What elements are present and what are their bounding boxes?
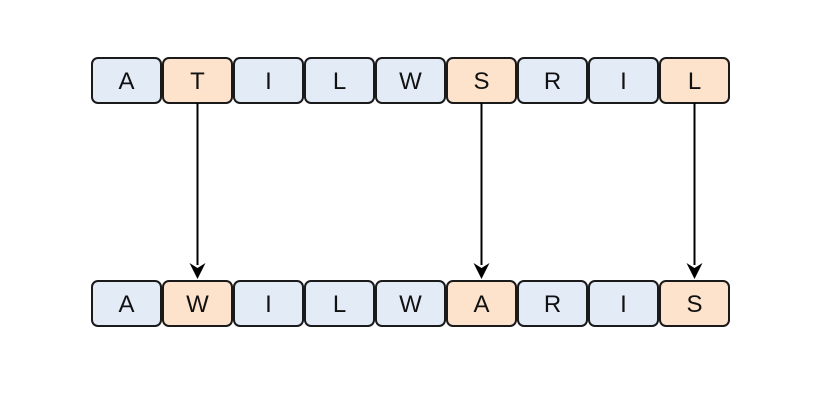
top-row-cell: I	[588, 57, 659, 104]
bottom-row-cell: I	[233, 280, 304, 327]
substitution-arrow	[686, 103, 703, 279]
top-row-cell-box	[304, 57, 375, 104]
bottom-row-cell-box	[375, 280, 446, 327]
top-row-cell: R	[517, 57, 588, 104]
top-row-cell-box	[375, 57, 446, 104]
top-row-cell-box	[588, 57, 659, 104]
bottom-row-cell-box	[162, 280, 233, 327]
bottom-row-cell-box	[517, 280, 588, 327]
top-row-cell-letter: A	[118, 68, 134, 95]
top-row-cell: T	[162, 57, 233, 104]
top-row-cell-box	[517, 57, 588, 104]
bottom-row-cell-box	[91, 280, 162, 327]
bottom-row-cell: R	[517, 280, 588, 327]
top-row-cell: L	[304, 57, 375, 104]
top-row-cell: W	[375, 57, 446, 104]
bottom-row-cell-letter: W	[186, 291, 209, 318]
bottom-row-cell-box	[588, 280, 659, 327]
top-row-cell-letter: S	[473, 68, 489, 95]
bottom-row-cell: W	[162, 280, 233, 327]
bottom-row-cell-box	[446, 280, 517, 327]
bottom-row-cell: A	[446, 280, 517, 327]
top-row-cell-letter: I	[620, 68, 627, 95]
substitution-arrow	[473, 103, 490, 279]
arrow-head-icon	[686, 263, 703, 279]
bottom-row-cell: I	[588, 280, 659, 327]
bottom-row-cell-box	[659, 280, 730, 327]
top-row-cell-box	[91, 57, 162, 104]
substitution-arrow	[189, 103, 206, 279]
arrows	[189, 103, 703, 279]
top-row-cell-letter: R	[544, 68, 561, 95]
top-row-cell: S	[446, 57, 517, 104]
bottom-row-cell-letter: S	[686, 291, 702, 318]
arrow-head-icon	[189, 263, 206, 279]
bottom-row-cell-letter: R	[544, 291, 561, 318]
top-row-cell-letter: L	[688, 68, 701, 95]
bottom-row-cell: S	[659, 280, 730, 327]
bottom-row-cell-letter: I	[265, 291, 272, 318]
top-row-cell-letter: T	[190, 68, 205, 95]
bottom-row-cell-letter: L	[333, 291, 346, 318]
bottom-row-cell-letter: I	[620, 291, 627, 318]
bottom-row-cell: L	[304, 280, 375, 327]
bottom-row-cell-letter: A	[118, 291, 134, 318]
bottom-row-cell: A	[91, 280, 162, 327]
bottom-row-cell-box	[304, 280, 375, 327]
arrow-head-icon	[473, 263, 490, 279]
top-row-cell-letter: I	[265, 68, 272, 95]
bottom-row-cell: W	[375, 280, 446, 327]
top-row-cell-letter: W	[399, 68, 422, 95]
bottom-row-cell-box	[233, 280, 304, 327]
bottom-row-cell-letter: A	[473, 291, 489, 318]
top-row-cell-letter: L	[333, 68, 346, 95]
top-row-cell: I	[233, 57, 304, 104]
top-row-cell: A	[91, 57, 162, 104]
bottom-row-cell-letter: W	[399, 291, 422, 318]
top-row-cell: L	[659, 57, 730, 104]
top-row-cell-box	[233, 57, 304, 104]
